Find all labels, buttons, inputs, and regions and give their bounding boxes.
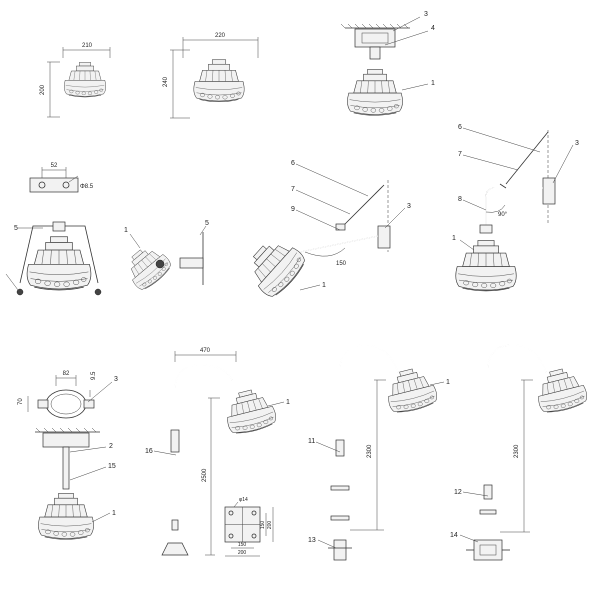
dim-angle-90: 90° (498, 212, 508, 218)
wall-bracket-90-view (455, 130, 556, 292)
lamp-front-view-small (47, 47, 111, 118)
base-plate-detail (224, 501, 274, 557)
callout-1: 1 (286, 399, 290, 406)
callout-1: 1 (124, 227, 128, 234)
callout-6: 6 (291, 160, 295, 167)
callout-6: 6 (458, 124, 462, 131)
wall-bracket-150-view (239, 180, 391, 302)
dim-width-220: 220 (215, 33, 226, 39)
dim-arm-470: 470 (200, 348, 211, 354)
dim-height-2300: 2300 (514, 444, 520, 458)
callout-7: 7 (458, 151, 462, 158)
callout-1: 1 (431, 80, 435, 87)
callout-2: 2 (109, 443, 113, 450)
dim-height-240: 240 (163, 76, 169, 87)
mounting-plate-view (29, 167, 79, 193)
pole-base-plate-view (161, 351, 279, 556)
callout-3: 3 (424, 11, 428, 18)
pipe-clamp-view (27, 375, 95, 419)
callout-5: 5 (205, 220, 209, 227)
dim-height-2500: 2500 (202, 468, 208, 482)
wall-bracket-side-view (120, 232, 204, 293)
lamp-front-view-large (170, 37, 259, 119)
callout-4: 4 (431, 25, 435, 32)
callout-12: 12 (454, 489, 462, 496)
callout-11: 11 (308, 438, 315, 445)
dim-plate-200-v: 200 (267, 521, 273, 530)
callout-7: 7 (291, 186, 295, 193)
dim-height-200: 200 (40, 84, 46, 95)
callout-16: 16 (145, 448, 153, 455)
callout-1: 1 (452, 235, 456, 242)
callout-8: 8 (458, 196, 462, 203)
callout-5: 5 (14, 225, 18, 232)
callout-9: 9 (291, 206, 295, 213)
dim-plate-200: 200 (238, 550, 247, 556)
callout-1: 1 (446, 379, 450, 386)
lamp-u-bracket-view (5, 221, 102, 296)
dim-width-210: 210 (82, 43, 93, 49)
callout-15: 15 (108, 463, 116, 470)
pole-junction-box-view (466, 344, 590, 561)
callout-1: 1 (112, 510, 116, 517)
dim-plate-150: 150 (238, 542, 247, 548)
pole-clamp-view (328, 344, 440, 561)
dim-hole-spacing-52: 52 (51, 163, 58, 169)
callout-13: 13 (308, 537, 316, 544)
dim-hole-diameter: Φ8.5 (80, 184, 94, 190)
dim-bolt-14: φ14 (239, 497, 248, 503)
callout-1: 1 (322, 282, 326, 289)
callout-3: 3 (114, 376, 118, 383)
dim-clamp-82: 82 (63, 371, 70, 377)
dim-height-2300: 2300 (367, 444, 373, 458)
dim-plate-150-v: 150 (260, 521, 266, 530)
pendant-pipe-view (35, 427, 100, 540)
dim-clamp-70: 70 (18, 398, 24, 405)
callout-3: 3 (407, 203, 411, 210)
ceiling-mount-view (340, 23, 410, 116)
callout-3: 3 (575, 140, 579, 147)
dim-angle-150: 150 (336, 261, 347, 267)
dim-clamp-9-5: 9.5 (91, 371, 97, 380)
callout-14: 14 (450, 532, 458, 539)
